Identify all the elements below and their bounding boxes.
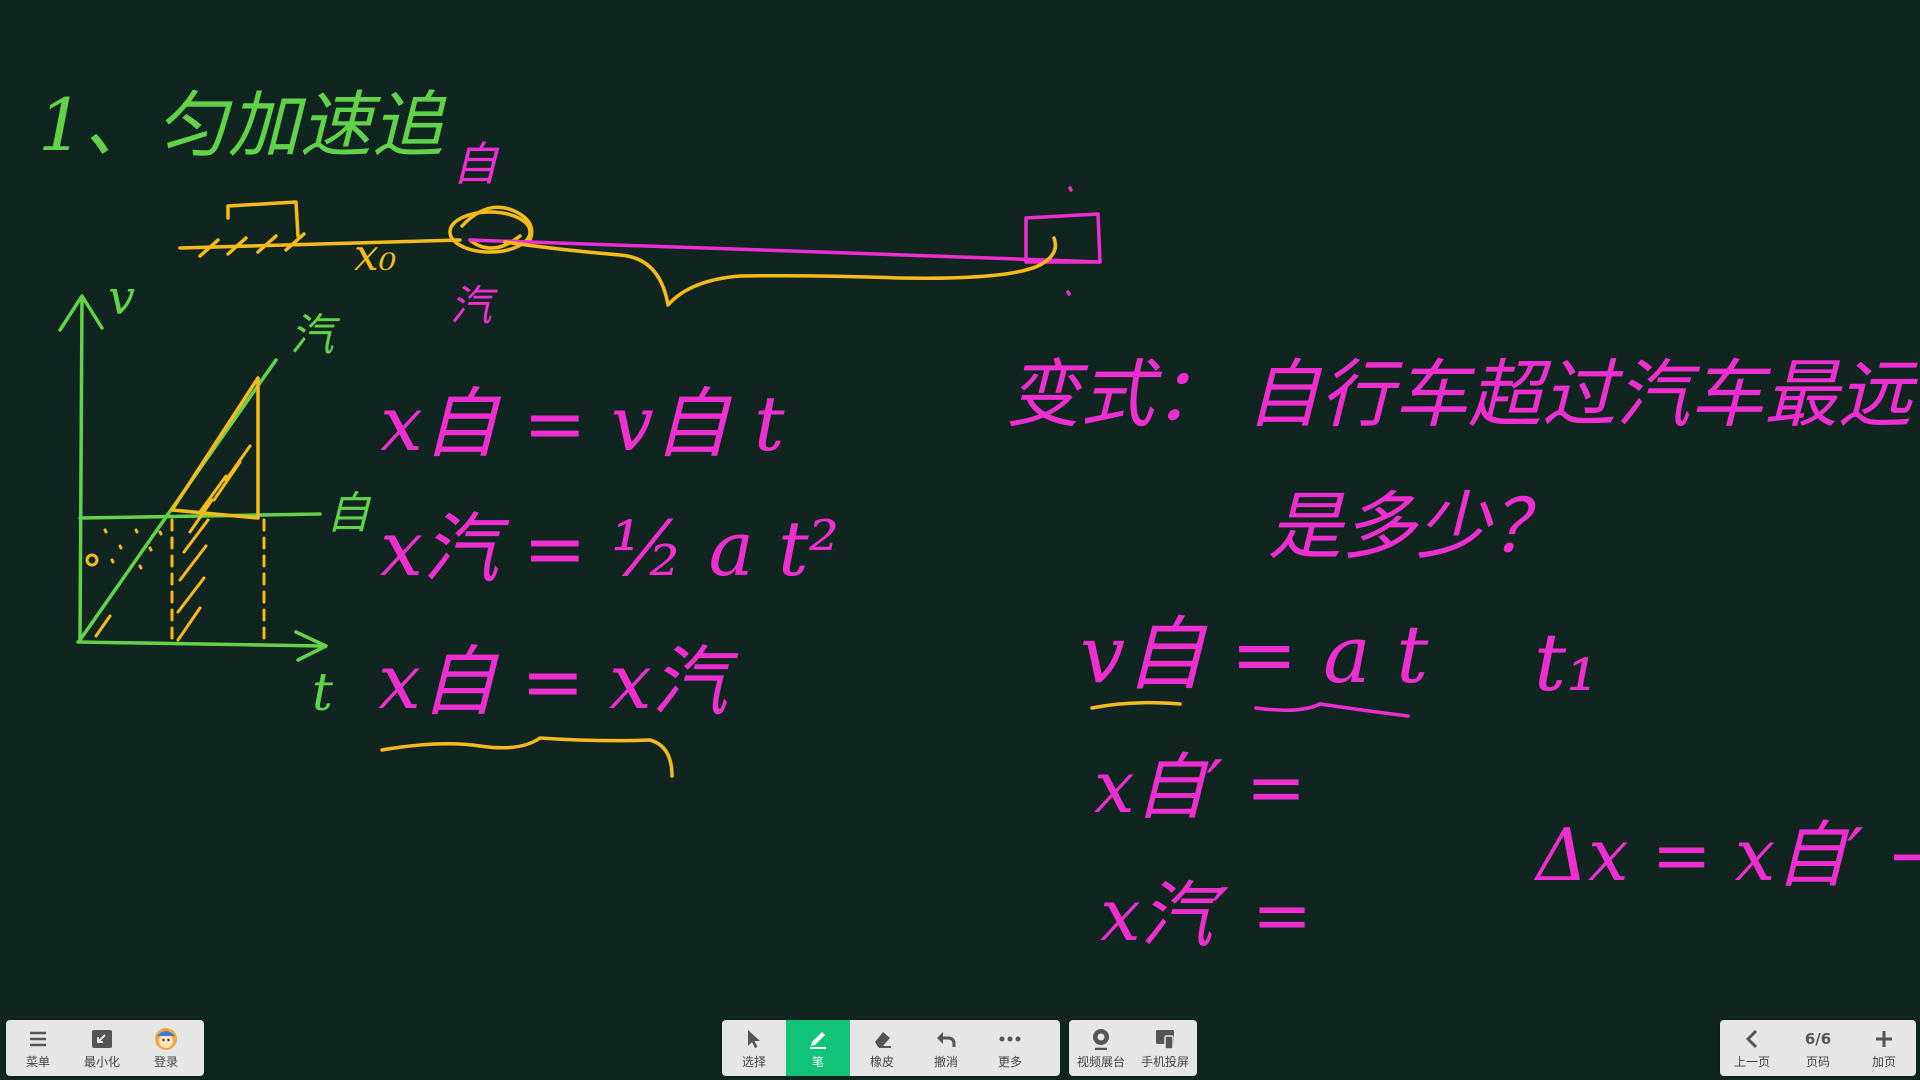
underline-at bbox=[1254, 702, 1410, 718]
variant-label: 变式： bbox=[1006, 352, 1228, 438]
toolbar-left: 菜单 最小化 登录 bbox=[6, 1020, 204, 1076]
pen-icon bbox=[808, 1027, 828, 1051]
underline-eq3 bbox=[380, 736, 674, 778]
minimize-icon bbox=[91, 1027, 113, 1051]
toolbar-right: 上一页 6/6 页码 加页 bbox=[1720, 1020, 1916, 1076]
variant-question-line1: 自行车超过汽车最远 bbox=[1246, 352, 1919, 438]
underline-v-bike bbox=[1090, 700, 1182, 710]
add-page-label: 加页 bbox=[1871, 1054, 1896, 1069]
undo-icon bbox=[935, 1027, 957, 1051]
phone-cast-button[interactable]: 手机投屏 bbox=[1133, 1020, 1197, 1076]
toolbar-media: 视频展台 手机投屏 bbox=[1069, 1020, 1197, 1076]
select-tool-button[interactable]: 选择 bbox=[722, 1020, 786, 1076]
motion-sketch bbox=[178, 186, 1102, 307]
more-label: 更多 bbox=[997, 1054, 1022, 1069]
equation-x-car: x汽 = ½ a t² bbox=[380, 504, 839, 593]
select-label: 选择 bbox=[741, 1054, 766, 1069]
label-qi-bottom: 汽 bbox=[450, 281, 498, 330]
prev-page-button[interactable]: 上一页 bbox=[1720, 1020, 1784, 1076]
add-page-button[interactable]: 加页 bbox=[1852, 1020, 1916, 1076]
pen-label: 笔 bbox=[811, 1054, 824, 1069]
undo-button[interactable]: 撤消 bbox=[914, 1020, 978, 1076]
camera-icon bbox=[1091, 1027, 1111, 1051]
line-label-qi: 汽 bbox=[290, 310, 341, 361]
page-label: 页码 bbox=[1805, 1054, 1830, 1069]
axis-v-label: v bbox=[108, 270, 135, 326]
pen-tool-button[interactable]: 笔 bbox=[786, 1020, 850, 1076]
menu-icon bbox=[28, 1027, 48, 1051]
vt-graph bbox=[58, 294, 328, 662]
prev-page-label: 上一页 bbox=[1733, 1054, 1770, 1069]
eraser-icon bbox=[871, 1027, 893, 1051]
minimize-button[interactable]: 最小化 bbox=[70, 1020, 134, 1076]
eraser-label: 橡皮 bbox=[869, 1054, 894, 1069]
axis-t-label: t bbox=[312, 663, 333, 723]
chevron-left-icon bbox=[1745, 1027, 1759, 1051]
plus-icon bbox=[1874, 1027, 1894, 1051]
line-label-zi: 自 bbox=[326, 488, 372, 539]
equation-delta-x: Δx = x自′ − x汽′ bbox=[1533, 813, 1920, 897]
minimize-label: 最小化 bbox=[83, 1054, 120, 1069]
label-x0: x₀ bbox=[354, 230, 397, 281]
menu-button[interactable]: 菜单 bbox=[6, 1020, 70, 1076]
variant-question-line2: 是多少？ bbox=[1268, 484, 1564, 570]
title-text: 1、匀加速追 bbox=[38, 83, 448, 167]
toolbar-center: 选择 笔 橡皮 撤消 更多 bbox=[722, 1020, 1060, 1076]
phone-cast-label: 手机投屏 bbox=[1140, 1054, 1189, 1069]
menu-label: 菜单 bbox=[25, 1054, 50, 1069]
video-booth-label: 视频展台 bbox=[1076, 1054, 1125, 1069]
eraser-tool-button[interactable]: 橡皮 bbox=[850, 1020, 914, 1076]
page-number-button[interactable]: 6/6 页码 bbox=[1784, 1020, 1852, 1076]
undo-label: 撤消 bbox=[933, 1054, 958, 1069]
login-button[interactable]: 登录 bbox=[134, 1020, 198, 1076]
page-indicator: 6/6 bbox=[1804, 1029, 1832, 1048]
more-button[interactable]: 更多 bbox=[978, 1020, 1042, 1076]
label-zi-top: 自 bbox=[452, 137, 500, 191]
equation-x-car-prime: x汽′ = bbox=[1100, 873, 1312, 957]
equation-equal-displacement: x自 = x汽 bbox=[378, 637, 739, 726]
label-t1: t₁ bbox=[1534, 616, 1598, 709]
login-label: 登录 bbox=[153, 1054, 178, 1069]
more-icon bbox=[999, 1027, 1021, 1051]
cursor-icon bbox=[745, 1027, 763, 1051]
equation-x-bike: x自 = v自 t bbox=[380, 379, 785, 468]
equation-x-bike-prime: x自′ = bbox=[1094, 745, 1306, 829]
video-booth-button[interactable]: 视频展台 bbox=[1069, 1020, 1133, 1076]
phone-cast-icon bbox=[1154, 1027, 1176, 1051]
avatar-icon bbox=[154, 1027, 178, 1051]
equation-v-bike-equals-at: v自 = a t bbox=[1080, 608, 1429, 701]
